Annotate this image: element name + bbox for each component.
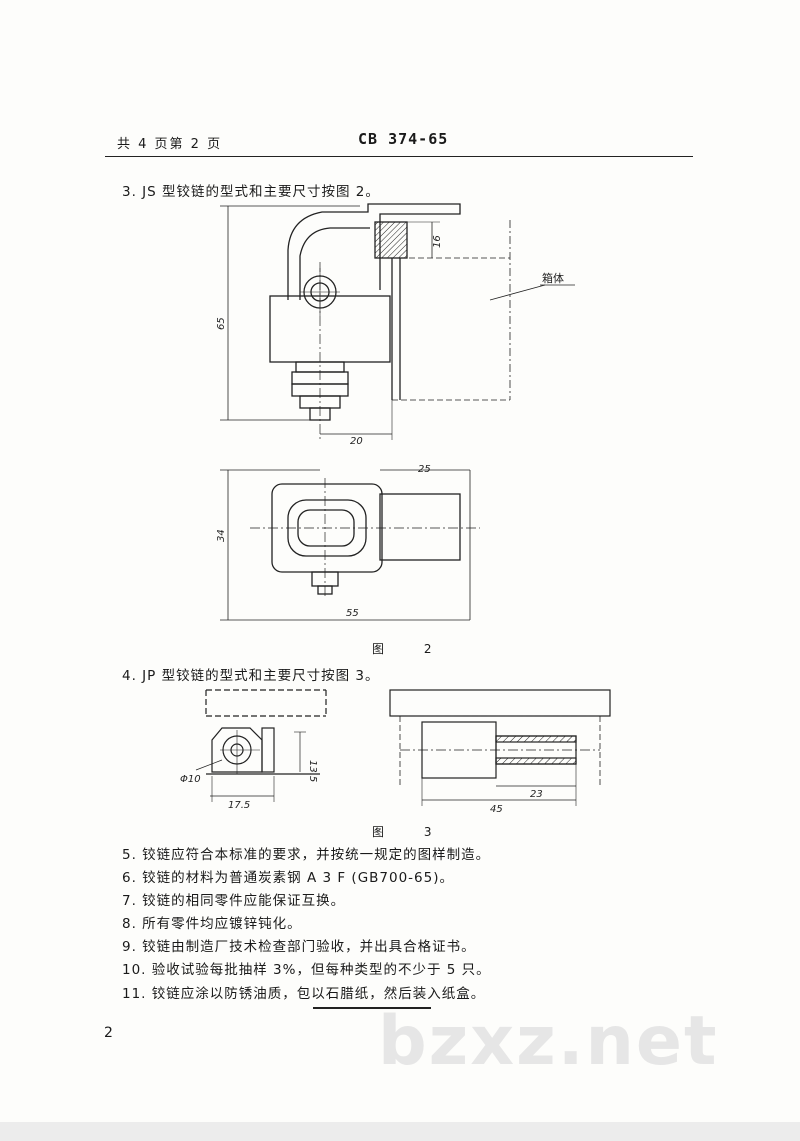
clause-5: 5. 铰链应符合本标准的要求，并按统一规定的图样制造。 [122,847,491,863]
clause-7: 7. 铰链的相同零件应能保证互换。 [122,893,346,909]
clause-3: 3. JS 型铰链的型式和主要尺寸按图 2。 [122,184,380,200]
clause-4: 4. JP 型铰链的型式和主要尺寸按图 3。 [122,668,380,684]
dim-65: 65 [216,317,227,330]
clause-9: 9. 铰链由制造厂技术检查部门验收，并出具合格证书。 [122,939,476,955]
dim-20: 20 [350,436,363,447]
label-box-body: 箱体 [542,271,564,285]
dim-23: 23 [530,789,543,800]
end-rule [313,1007,431,1009]
figure-3-caption: 图 3 [372,825,450,839]
dim-55: 55 [346,608,359,619]
clause-6: 6. 铰链的材料为普通炭素钢 A 3 F (GB700-65)。 [122,870,454,886]
figure-2-caption: 图 2 [372,642,450,656]
standard-code: CB 374-65 [358,130,449,148]
figure-3-drawing [195,689,611,806]
page-count: 共 4 页第 2 页 [117,137,223,152]
watermark: bzxz.net [378,1002,719,1081]
clause-11: 11. 铰链应涂以防锈油质，包以石腊纸，然后装入纸盒。 [122,986,486,1002]
header-rule [105,156,693,157]
dim-34: 34 [216,529,227,542]
clause-10: 10. 验收试验每批抽样 3%，但每种类型的不少于 5 只。 [122,962,491,978]
dim-13-5: 13.5 [307,760,318,782]
dim-17-5: 17.5 [228,800,250,811]
clause-8: 8. 所有零件均应镀锌钝化。 [122,916,302,932]
dim-45: 45 [490,804,503,815]
dim-phi10: Φ10 [180,774,201,785]
dim-25: 25 [418,464,431,475]
bottom-bar [0,1122,800,1141]
page-number: 2 [104,1025,113,1041]
dim-16: 16 [432,235,443,248]
